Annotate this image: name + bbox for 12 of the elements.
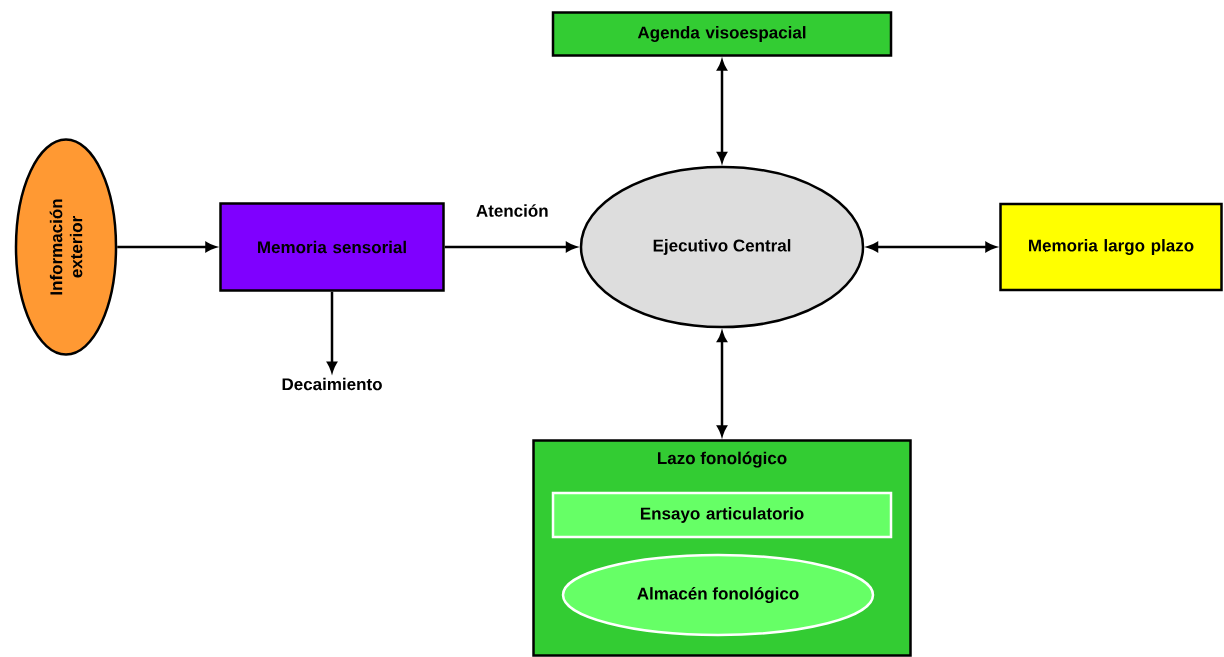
arrow	[717, 331, 727, 436]
arrow	[444, 242, 577, 252]
arrow	[117, 242, 216, 252]
process-box: Ensayo articulatorio	[551, 491, 893, 539]
arrow	[717, 60, 727, 163]
edge-label: Atención	[476, 204, 548, 217]
process-box: Agenda visoespacial	[551, 11, 893, 57]
arrow	[867, 242, 996, 252]
output-text: Decaimiento	[282, 377, 382, 391]
process-box: Memoria largo plazo	[999, 202, 1223, 292]
process-box: Memoria sensorial	[219, 202, 445, 292]
arrow	[327, 291, 337, 373]
